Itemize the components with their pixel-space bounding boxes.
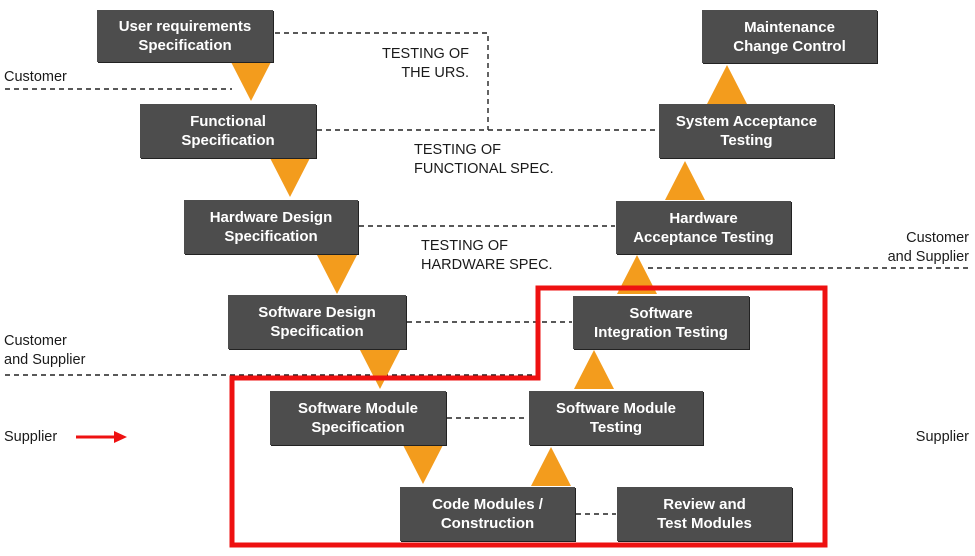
supplier-arrow-icon [76,431,127,443]
box-hardware-design-spec: Hardware Design Specification [184,200,358,254]
highlight-outline [229,285,828,548]
arrow-down-icon [360,350,400,389]
box-software-module-testing: Software Module Testing [529,391,703,445]
arrow-up-icon [665,161,705,200]
box-review-test-modules: Review and Test Modules [617,487,792,541]
arrow-down-icon [403,445,443,484]
box-code-modules: Code Modules / Construction [400,487,575,541]
box-functional-spec: Functional Specification [140,104,316,158]
label-testing-functional-spec: TESTING OF FUNCTIONAL SPEC. [414,142,554,177]
box-software-design-spec: Software Design Specification [228,295,406,349]
label-testing-urs: TESTING OF THE URS. [382,46,469,81]
box-hardware-acceptance-testing: Hardware Acceptance Testing [616,201,791,254]
box-system-acceptance-testing: System Acceptance Testing [659,104,834,158]
label-testing-hardware-spec: TESTING OF HARDWARE SPEC. [421,238,553,273]
box-software-integration-testing: Software Integration Testing [573,296,749,349]
arrow-up-icon [617,255,657,294]
arrow-down-icon [270,158,310,197]
zone-label-customer-supplier-right: Customer and Supplier [887,230,969,265]
zone-label-customer-supplier-left: Customer and Supplier [4,333,86,368]
flow-arrows [231,62,747,486]
arrow-up-icon [574,350,614,389]
arrow-down-icon [231,62,271,101]
zone-label-customer: Customer [4,69,67,85]
arrow-up-icon [707,65,747,104]
zone-label-supplier-left: Supplier [4,429,58,445]
box-software-module-spec: Software Module Specification [270,391,446,445]
box-maintenance-change-control: Maintenance Change Control [702,10,877,63]
arrow-up-icon [531,447,571,486]
box-user-requirements-spec: User requirements Specification [97,10,273,62]
zone-label-supplier-right: Supplier [915,429,969,445]
arrow-down-icon [317,255,357,294]
